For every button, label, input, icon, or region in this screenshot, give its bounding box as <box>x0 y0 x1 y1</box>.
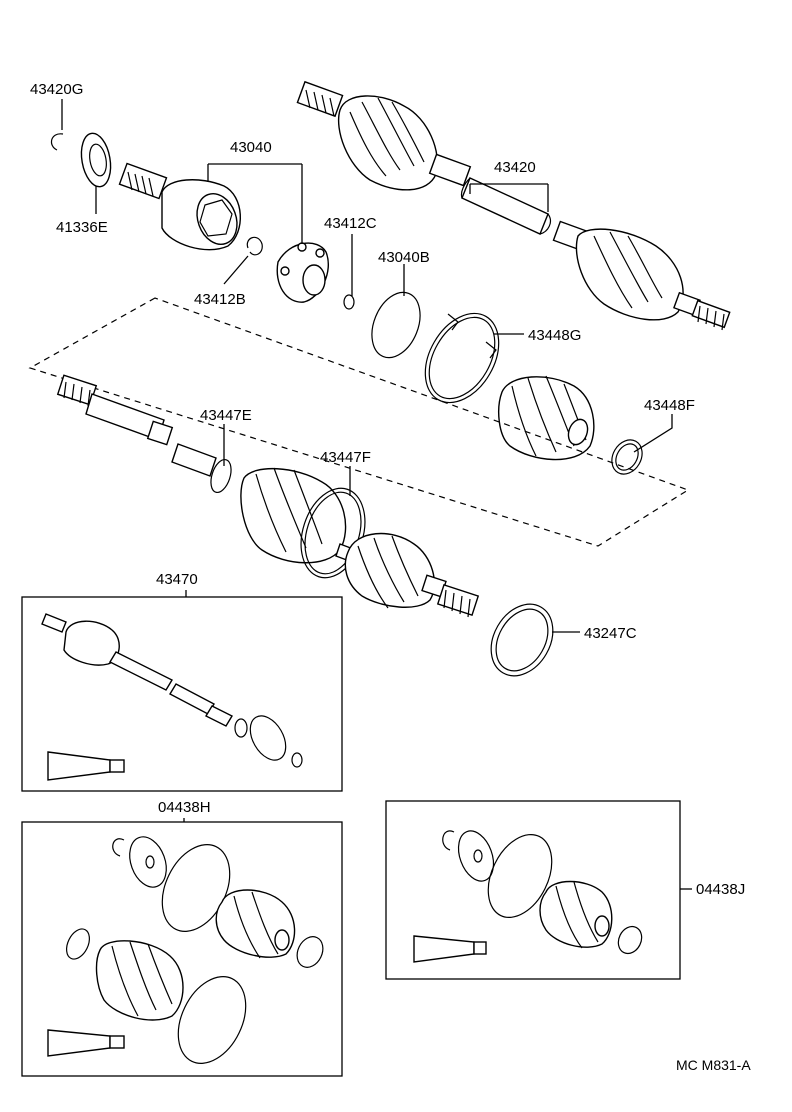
boot-kit-04438h-parts <box>47 836 324 1064</box>
boot-kit-04438j-parts <box>413 830 643 963</box>
box-43470 <box>21 596 343 792</box>
boot-43448 <box>498 375 595 461</box>
drive-shaft-assembly-43420 <box>296 80 731 331</box>
label-43448f: 43448F <box>644 397 695 414</box>
label-43412b: 43412B <box>194 291 246 308</box>
label-04438h: 04438H <box>158 799 211 816</box>
diagram-code: MC M831-A <box>676 1057 751 1073</box>
label-43247c: 43247C <box>584 625 637 642</box>
box-04438h <box>21 821 343 1077</box>
label-43040: 43040 <box>230 139 272 156</box>
label-43470: 43470 <box>156 571 198 588</box>
label-43447f: 43447F <box>320 449 371 466</box>
outboard-joint-housing-43040 <box>118 162 241 251</box>
dust-deflector-41336e <box>80 132 112 188</box>
snap-ring-43420g <box>50 133 64 151</box>
snap-ring-43412b <box>246 236 263 256</box>
boot-clamp-43448f <box>611 439 643 475</box>
label-43420: 43420 <box>494 159 536 176</box>
label-41336e: 41336E <box>56 219 108 236</box>
box-04438j <box>385 800 681 980</box>
dust-deflector-43247c <box>490 603 554 677</box>
label-43447e: 43447E <box>200 407 252 424</box>
inboard-boot <box>240 467 347 564</box>
intermediate-shaft <box>56 374 217 477</box>
label-43040b: 43040B <box>378 249 430 266</box>
boot-clamp-43040b <box>371 291 421 359</box>
boot-clamp-43447e <box>210 458 232 494</box>
leader-lines <box>61 99 692 890</box>
label-43420g: 43420G <box>30 81 83 98</box>
label-43448g: 43448G <box>528 327 581 344</box>
boot-clamp-43448g <box>424 312 500 404</box>
outboard-boot <box>335 532 480 618</box>
subassembly-dashed-outline <box>28 297 690 547</box>
tripod-joint-43040 <box>276 242 329 303</box>
snap-ring-43412c <box>343 294 355 310</box>
label-43412c: 43412C <box>324 215 377 232</box>
boot-kit-43470-parts <box>41 613 303 781</box>
label-04438j: 04438J <box>696 881 745 898</box>
